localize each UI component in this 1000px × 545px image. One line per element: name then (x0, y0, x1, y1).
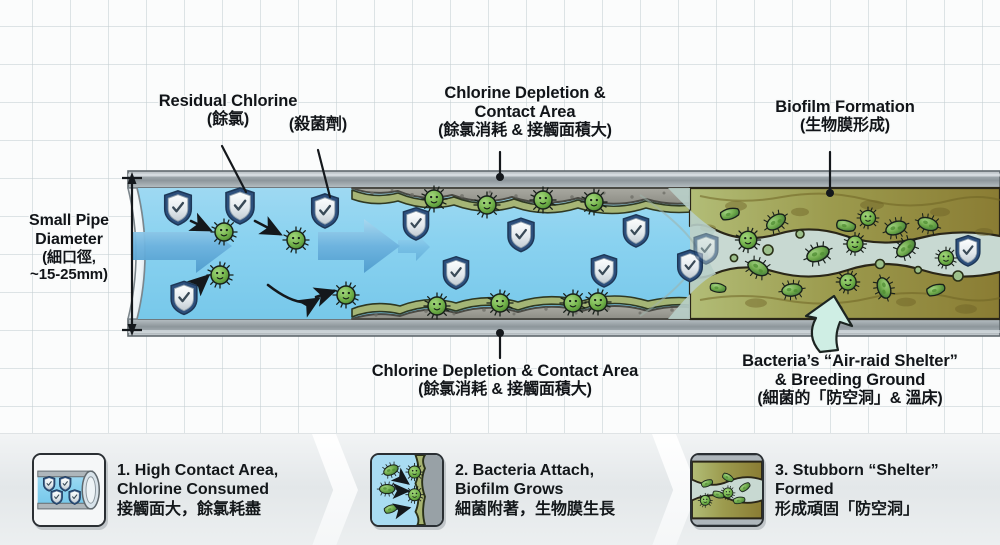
shelter-callout-arrow (804, 294, 854, 354)
label-biofilm-formation-en: Biofilm Formation (775, 98, 915, 116)
label-air-raid-shelter: Bacteria’s “Air-raid Shelter” & Breeding… (705, 352, 995, 409)
biofilm-clogged-pipe-icon (690, 453, 764, 527)
step-3-text: 3. Stubborn “Shelter” Formed 形成頑固「防空洞」 (775, 461, 939, 519)
water-flow-arrow-fade (398, 233, 430, 261)
label-residual-chlorine-en: Residual Chlorine (158, 92, 298, 110)
chlorine-attack-arrows (186, 212, 337, 307)
step-2: 2. Bacteria Attach, Biofilm Grows 細菌附著，生… (370, 434, 658, 545)
pipe-top-wall (127, 170, 1000, 189)
label-pipe-diameter: Small Pipe Diameter (細口徑, ~15-25mm) (10, 212, 128, 284)
step-1-label-zh: 接觸面大，餘氯耗盡 (117, 500, 262, 518)
label-residual-chlorine-zh: (餘氯) (206, 111, 250, 129)
label-biocide: (殺菌劑) (248, 116, 388, 135)
label-residual-chlorine: Residual Chlorine (餘氯) (128, 92, 328, 130)
step-3-label-en: 3. Stubborn “Shelter” Formed (775, 462, 939, 499)
label-chlorine-depletion-top-zh: (餘氯消耗 & 接觸面積大) (438, 122, 612, 140)
label-biofilm-formation: Biofilm Formation (生物膜形成) (720, 98, 970, 136)
step-2-text: 2. Bacteria Attach, Biofilm Grows 細菌附著，生… (455, 461, 615, 519)
biofilm-bacteria-colony (708, 205, 964, 305)
pipe-diameter-dimension (122, 172, 142, 336)
pipe-with-chlorine-shields-icon (32, 453, 106, 527)
step-2-label-zh: 細菌附著，生物膜生長 (455, 500, 616, 518)
bacteria-attaching-to-wall-icon (370, 453, 444, 527)
water-flow-arrow-mid (318, 219, 400, 273)
step-2-label-en: 2. Bacteria Attach, Biofilm Grows (455, 462, 595, 499)
chlorine-attack-arrow-long (266, 283, 321, 318)
label-air-raid-shelter-zh: (細菌的「防空洞」& 溫床) (757, 390, 943, 408)
step-1: 1. High Contact Area, Chlorine Consumed … (32, 434, 312, 545)
label-biofilm-formation-zh: (生物膜形成) (800, 117, 890, 135)
label-pipe-diameter-zh2: ~15-25mm) (30, 266, 108, 284)
leader-dots (496, 173, 834, 337)
step-1-label-en: 1. High Contact Area, Chlorine Consumed (117, 462, 279, 499)
label-air-raid-shelter-en2: & Breeding Ground (774, 371, 926, 390)
step-1-text: 1. High Contact Area, Chlorine Consumed … (117, 461, 278, 519)
label-chlorine-depletion-bottom-zh: (餘氯消耗 & 接觸面積大) (418, 381, 592, 399)
label-chlorine-depletion-top-en2: Contact Area (474, 103, 576, 122)
step-divider-chevron-1 (312, 434, 358, 545)
label-chlorine-depletion-bottom-en: Chlorine Depletion & Contact Area (371, 362, 639, 380)
label-pipe-diameter-zh1: (細口徑, (42, 249, 96, 267)
label-chlorine-depletion-top-en1: Chlorine Depletion & (444, 84, 606, 102)
label-chlorine-depletion-bottom: Chlorine Depletion & Contact Area (餘氯消耗 … (330, 362, 680, 400)
pipe-bottom-wall (127, 318, 1000, 337)
label-pipe-diameter-en2: Diameter (35, 230, 103, 248)
step-3: 3. Stubborn “Shelter” Formed 形成頑固「防空洞」 (690, 434, 990, 545)
process-step-bar: 1. High Contact Area, Chlorine Consumed … (0, 433, 1000, 545)
label-chlorine-depletion-top: Chlorine Depletion & Contact Area (餘氯消耗 … (382, 84, 668, 141)
water-flow-arrow-left (132, 219, 232, 273)
label-pipe-diameter-en1: Small Pipe (29, 212, 109, 229)
label-biocide-zh: (殺菌劑) (288, 116, 348, 133)
leader-lines (220, 144, 832, 360)
label-air-raid-shelter-en1: Bacteria’s “Air-raid Shelter” (742, 352, 958, 370)
step-3-label-zh: 形成頑固「防空洞」 (775, 500, 920, 518)
